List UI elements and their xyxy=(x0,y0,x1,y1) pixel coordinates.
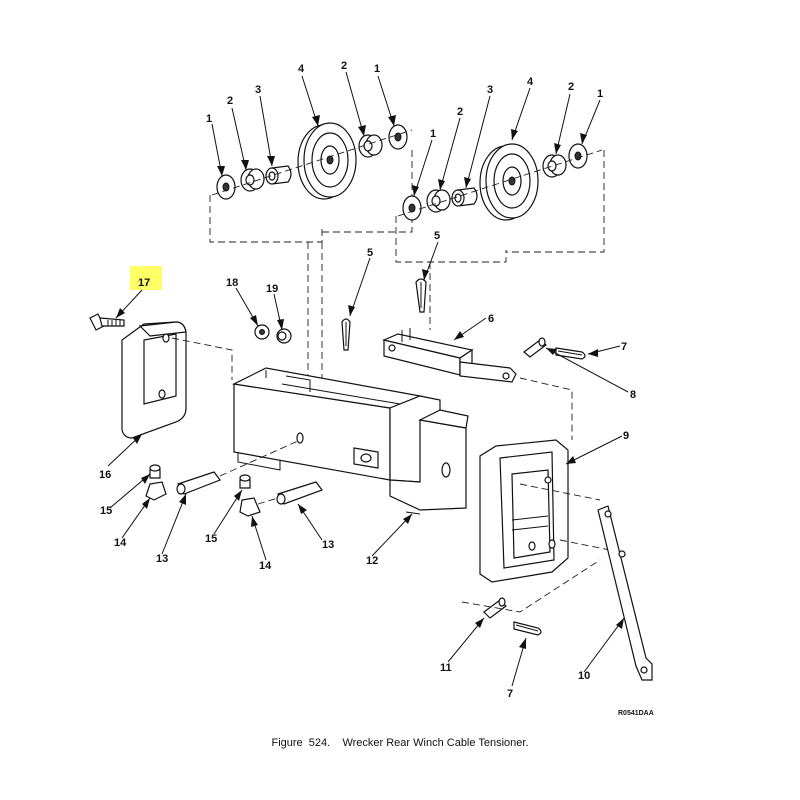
callout-9: 9 xyxy=(623,430,629,442)
drawing-code: R0541DAA xyxy=(618,710,654,717)
figure-number: Figure 524. xyxy=(271,737,331,749)
callout-3: 3 xyxy=(487,84,493,96)
callout-2: 2 xyxy=(341,60,347,72)
bracket-6 xyxy=(382,328,573,440)
right-pulley-assembly xyxy=(395,143,605,330)
callout-13: 13 xyxy=(322,539,334,551)
bracket-9 xyxy=(479,439,611,583)
pin-11 xyxy=(483,597,507,619)
figure-caption: Figure 524. Wrecker Rear Winch Cable Ten… xyxy=(0,737,800,749)
callout-11: 11 xyxy=(440,662,452,674)
callout-10: 10 xyxy=(578,670,590,682)
callout-5: 5 xyxy=(367,247,373,259)
pin-13-left xyxy=(176,439,301,495)
callout-labels: 1 2 3 4 2 1 1 2 3 4 2 1 5 5 6 7 8 9 10 7… xyxy=(99,60,636,700)
callout-1: 1 xyxy=(597,88,603,100)
grease-fitting-15-left xyxy=(149,464,161,479)
highlight-box xyxy=(130,266,162,290)
elbow-14-left xyxy=(145,481,167,501)
callout-13: 13 xyxy=(156,553,168,565)
callout-4: 4 xyxy=(527,76,534,88)
callout-12: 12 xyxy=(366,555,378,567)
link-10 xyxy=(597,505,653,681)
cotter-pin-7-top xyxy=(555,347,586,360)
nut-19 xyxy=(276,328,292,344)
cotter-pin-7-bottom xyxy=(513,621,542,636)
callout-5: 5 xyxy=(434,230,440,242)
callout-2: 2 xyxy=(227,95,233,107)
tensioner-housing-12 xyxy=(232,367,469,515)
callout-17: 17 xyxy=(138,277,150,289)
callout-7: 7 xyxy=(507,688,513,700)
callout-14: 14 xyxy=(259,560,272,572)
left-pulley-assembly xyxy=(209,122,413,400)
figure-title: Wrecker Rear Winch Cable Tensioner. xyxy=(342,737,529,749)
pin-8 xyxy=(523,337,547,358)
callout-16: 16 xyxy=(99,469,111,481)
arrowheads xyxy=(116,115,624,649)
callout-3: 3 xyxy=(255,84,261,96)
cotter-pin-5-right xyxy=(415,278,427,313)
callout-1: 1 xyxy=(206,113,212,125)
callout-8: 8 xyxy=(630,389,636,401)
callout-19: 19 xyxy=(266,283,278,295)
callout-15: 15 xyxy=(100,505,112,517)
callout-15: 15 xyxy=(205,533,217,545)
cotter-pin-5-left xyxy=(341,318,351,351)
callout-18: 18 xyxy=(226,277,238,289)
callout-1: 1 xyxy=(374,63,380,75)
callout-14: 14 xyxy=(114,537,127,549)
grease-fitting-15-right xyxy=(239,474,251,489)
cover-plate-16 xyxy=(121,321,233,439)
callout-7: 7 xyxy=(621,341,627,353)
callout-6: 6 xyxy=(488,313,494,325)
nut-18 xyxy=(254,324,270,340)
callout-2: 2 xyxy=(457,106,463,118)
callout-2: 2 xyxy=(568,81,574,93)
pin-13-right xyxy=(257,481,323,505)
callout-1: 1 xyxy=(430,128,436,140)
elbow-14-right xyxy=(239,497,261,517)
bolt-17 xyxy=(89,313,125,331)
callout-4: 4 xyxy=(298,63,305,75)
